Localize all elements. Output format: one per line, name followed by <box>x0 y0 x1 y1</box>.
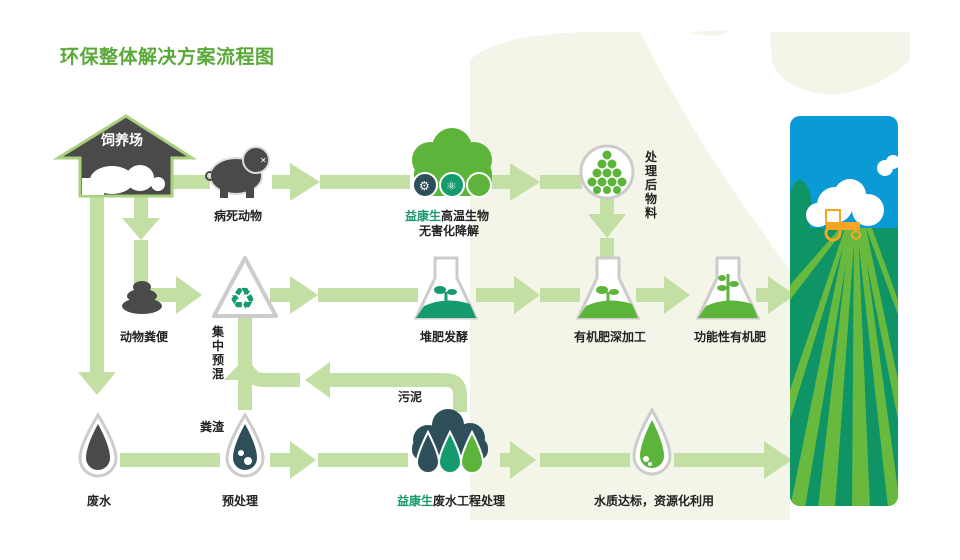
page-title: 环保整体解决方案流程图 <box>60 46 275 68</box>
harmless-label-line2: 无害化降解 <box>419 224 480 238</box>
dead-pig-icon: ✕ <box>205 146 270 198</box>
arrow-head <box>768 276 795 314</box>
arrow-head <box>510 163 540 201</box>
arrow-segment <box>90 195 104 375</box>
arrow-segment <box>600 198 614 216</box>
arrow-head <box>305 362 330 398</box>
arrow-segment <box>540 453 630 467</box>
arrow-segment <box>272 175 292 189</box>
arrow-head <box>764 441 792 479</box>
arrow-segment <box>636 288 666 302</box>
arrow-head <box>290 163 320 201</box>
arrow-head <box>664 276 690 314</box>
wastewater-engineering-text: 废水工程处理 <box>433 494 506 508</box>
arrow-head <box>78 372 116 395</box>
arrow-segment <box>318 288 418 302</box>
wastewater-label: 废水 <box>87 494 112 508</box>
wastewater-engineering-label: 益康生废水工程处理 <box>397 492 505 509</box>
arrow-segment <box>600 238 614 258</box>
svg-text:♻: ♻ <box>229 282 256 317</box>
arrow-segment <box>170 175 210 189</box>
arrow-segment <box>270 453 292 467</box>
arrow-head <box>176 276 202 314</box>
drop-icon <box>78 412 118 478</box>
premix-label: 集中预混 <box>212 325 225 381</box>
arrow-segment <box>756 288 770 302</box>
house-animals-icon <box>52 114 198 198</box>
pretreatment-label: 预处理 <box>222 494 259 508</box>
arrow-segment <box>500 453 512 467</box>
flask-sprout-icon <box>575 256 641 320</box>
flow-arrows <box>78 163 795 479</box>
drop-gears-icon <box>225 412 265 478</box>
brand-name: 益康生 <box>397 494 434 508</box>
background-shapes <box>470 30 910 520</box>
arrow-segment <box>134 195 148 220</box>
arrow-segment <box>540 288 580 302</box>
recycle-icon: ♻ <box>212 256 278 318</box>
arrow-segment <box>320 175 410 189</box>
cloud-process-icon: ⚙ ⚛ <box>412 128 492 198</box>
arrow-head <box>588 214 626 238</box>
manure-icon <box>122 281 162 314</box>
svg-text:⚛: ⚛ <box>446 179 457 193</box>
arrow-head <box>514 276 540 314</box>
svg-text:⚙: ⚙ <box>419 179 430 193</box>
arrow-segment <box>490 175 512 189</box>
compost-label: 堆肥发酵 <box>420 330 469 344</box>
arrow-head <box>122 218 160 240</box>
deep-processing-label: 有机肥深加工 <box>574 330 647 344</box>
farm-label: 饲养场 <box>101 133 143 149</box>
harmless-label-line1: 益康生高温生物 <box>405 207 489 224</box>
arrow-segment <box>270 288 292 302</box>
arrow-segment <box>540 175 582 189</box>
farmland-tractor-icon <box>790 116 898 506</box>
svg-text:✕: ✕ <box>260 156 267 165</box>
arrow-segment <box>150 288 178 302</box>
brand-name: 益康生 <box>405 209 442 223</box>
harmless-text: 高温生物 <box>441 209 490 223</box>
arrow-segment <box>120 453 220 467</box>
arrow-head <box>290 276 318 314</box>
manure-label: 动物粪便 <box>120 330 169 344</box>
flask-sprout-icon <box>413 256 479 320</box>
residue-label: 粪渣 <box>200 420 225 434</box>
sludge-label: 污泥 <box>398 390 423 404</box>
water-reuse-label: 水质达标，资源化利用 <box>594 494 715 508</box>
arrow-segment <box>318 453 408 467</box>
arrow-segment <box>476 288 516 302</box>
green-drop-icon <box>632 406 672 476</box>
arrow-head <box>290 441 316 479</box>
flask-plant-icon <box>695 256 761 320</box>
processed-material-label: 处理后物料 <box>645 150 658 220</box>
pellets-circle-icon <box>579 144 635 200</box>
arrow-segment <box>674 453 764 467</box>
arrow-segment <box>238 380 252 410</box>
dead-animals-label: 病死动物 <box>214 209 263 223</box>
arrow-head <box>510 441 536 479</box>
functional-fertilizer-label: 功能性有机肥 <box>694 330 767 344</box>
cloud-drops-icon <box>412 409 488 474</box>
